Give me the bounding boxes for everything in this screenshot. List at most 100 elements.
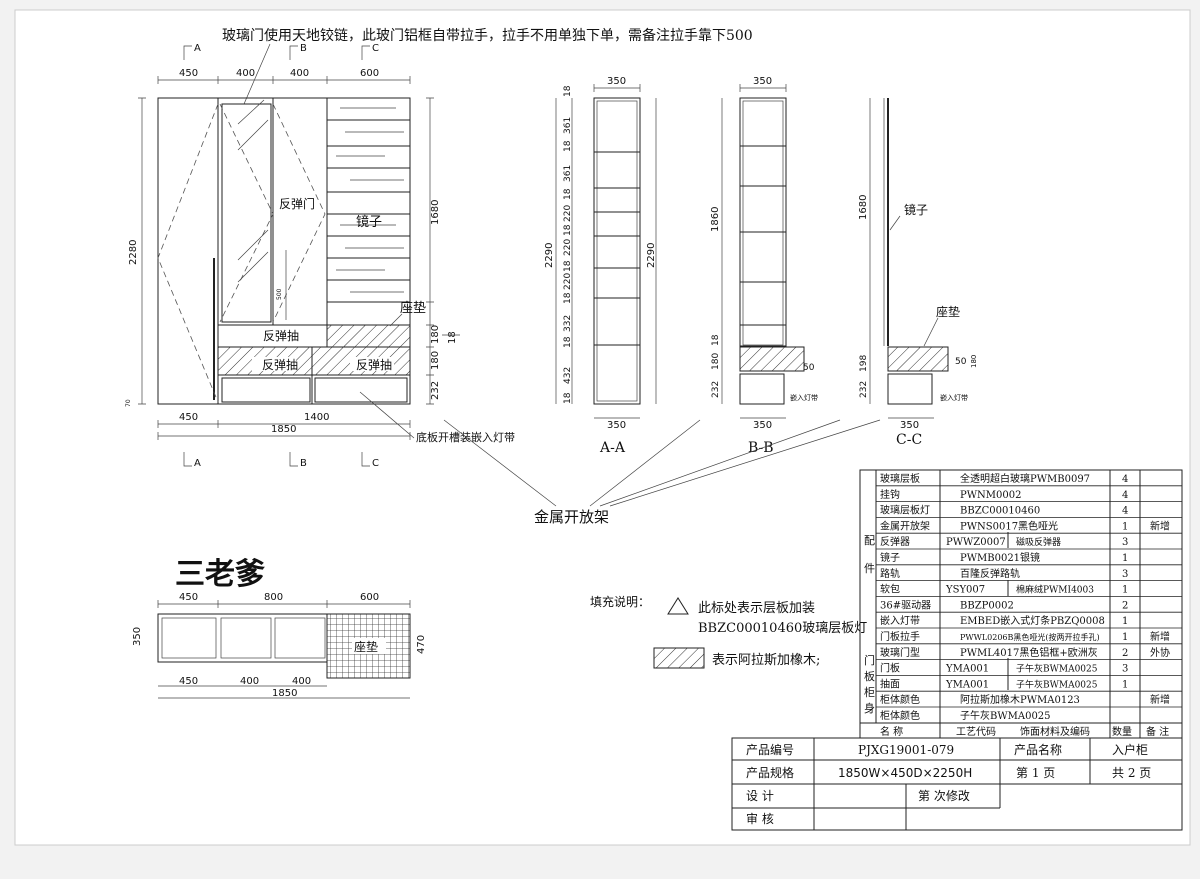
group-body-3: 柜 bbox=[864, 686, 875, 699]
legend-item1-line1: 此标处表示层板加装 bbox=[698, 601, 815, 616]
parts-cell-name: 玻璃门型 bbox=[880, 646, 920, 659]
aa-d4: 18 bbox=[563, 188, 573, 200]
section-mark-c-top: C bbox=[372, 43, 379, 54]
parts-cell-code: EMBED嵌入式灯条PBZQ0008 bbox=[960, 614, 1105, 627]
group-accessories-a: 配 bbox=[864, 534, 875, 547]
group-body-4: 身 bbox=[864, 701, 875, 715]
bb-right-50: 50 bbox=[803, 363, 815, 373]
bb-bottom-dim: 350 bbox=[753, 420, 772, 431]
dim-1680: 1680 bbox=[430, 200, 441, 225]
parts-cell-code: PWWL0206B黑色哑光(按两开拉手孔) bbox=[960, 632, 1100, 642]
aa-title: A-A bbox=[599, 440, 626, 456]
dim-bottom-450: 450 bbox=[179, 412, 198, 423]
bb-top-dim: 350 bbox=[753, 76, 772, 87]
parts-cell-name: 路轨 bbox=[880, 567, 900, 580]
plan-right-470: 470 bbox=[416, 635, 427, 654]
parts-cell-code: 百隆反弹路轨 bbox=[960, 567, 1020, 580]
product-no-label: 产品编号 bbox=[746, 742, 794, 757]
top-note: 玻璃门使用天地铰链，此玻门铝框自带拉手，拉手不用单独下单，需备注拉手靠下500 bbox=[222, 27, 753, 44]
bb-d180: 180 bbox=[711, 353, 721, 370]
parts-cell-name: 门板 bbox=[880, 662, 900, 675]
label-led-note: 底板开槽装嵌入灯带 bbox=[416, 430, 515, 444]
product-no: PJXG19001-079 bbox=[858, 743, 954, 757]
bb-d18: 18 bbox=[711, 334, 721, 346]
plan-view: 450 800 600 座垫 350 470 450 400 400 1850 bbox=[132, 592, 427, 699]
parts-cell-code: PWWZ0007 bbox=[946, 537, 1006, 548]
parts-cell-name: 36#驱动器 bbox=[880, 599, 931, 611]
parts-cell-note: 外协 bbox=[1150, 646, 1170, 659]
parts-cell-name: 软包 bbox=[880, 583, 900, 596]
product-name-label: 产品名称 bbox=[1014, 742, 1062, 757]
parts-cell-name: 挂钩 bbox=[880, 488, 900, 501]
parts-cell-name: 嵌入灯带 bbox=[880, 615, 920, 627]
parts-cell-code: 阿拉斯加橡木PWMA0123 bbox=[960, 693, 1080, 706]
spec-label: 产品规格 bbox=[746, 765, 794, 780]
section-mark-b-bottom: B bbox=[300, 458, 307, 469]
label-spring-door: 反弹门 bbox=[279, 196, 315, 211]
parts-cell-name: 柜体颜色 bbox=[880, 709, 920, 722]
brand-title: 三老爹 bbox=[175, 557, 265, 592]
review-label: 审 核 bbox=[746, 811, 774, 826]
page-total: 共 2 页 bbox=[1112, 766, 1151, 780]
plan-top-800: 800 bbox=[264, 592, 283, 603]
aa-d9: 220 bbox=[563, 273, 573, 290]
cc-d198: 198 bbox=[859, 355, 869, 372]
aa-left-total: 2290 bbox=[544, 243, 555, 268]
aa-d12: 18 bbox=[563, 336, 573, 348]
dim-2280: 2280 bbox=[128, 240, 139, 265]
bb-title: B-B bbox=[748, 440, 774, 456]
aa-d3: 361 bbox=[563, 165, 573, 182]
parts-cell-qty: 3 bbox=[1122, 664, 1128, 675]
cc-cushion: 座垫 bbox=[936, 304, 960, 319]
legend-item2: 表示阿拉斯加橡木; bbox=[712, 653, 820, 668]
parts-cell-code: 全透明超白玻璃PWMB0097 bbox=[960, 472, 1090, 485]
parts-cell-qty: 3 bbox=[1122, 537, 1128, 548]
parts-cell-qty: 1 bbox=[1122, 553, 1128, 564]
parts-cell-code: BBZP0002 bbox=[960, 600, 1014, 611]
cc-d232: 232 bbox=[859, 381, 869, 398]
parts-cell-note: 新增 bbox=[1150, 519, 1170, 532]
section-mark-b-top: B bbox=[300, 43, 307, 54]
parts-cell-code: 子午灰BWMA0025 bbox=[960, 709, 1051, 722]
header-name: 名 称 bbox=[880, 725, 903, 738]
bb-height: 1860 bbox=[710, 207, 721, 232]
triangle-icon bbox=[667, 597, 689, 615]
parts-cell-name: 玻璃层板 bbox=[880, 472, 920, 485]
parts-cell-code: PWNS0017黑色哑光 bbox=[960, 519, 1058, 532]
bb-d232: 232 bbox=[711, 381, 721, 398]
spec-value: 1850W×450D×2250H bbox=[838, 766, 972, 780]
parts-cell-code: PWML4017黑色铝框+欧洲灰 bbox=[960, 646, 1098, 659]
title-block: 产品编号 PJXG19001-079 产品名称 入户柜 产品规格 1850W×4… bbox=[731, 737, 1183, 831]
aa-d13: 432 bbox=[563, 367, 573, 384]
front-elevation: A B C 450 400 400 600 500 bbox=[125, 43, 515, 469]
aa-d11: 332 bbox=[563, 315, 573, 332]
label-mirror: 镜子 bbox=[356, 215, 382, 230]
header-note: 备 注 bbox=[1146, 725, 1169, 738]
aa-d2: 18 bbox=[563, 140, 573, 152]
cc-bottom-dim: 350 bbox=[900, 420, 919, 431]
dim-bottom-1400: 1400 bbox=[304, 412, 329, 423]
parts-cell-qty: 1 bbox=[1122, 521, 1128, 532]
header-material: 饰面材料及编码 bbox=[1020, 725, 1090, 738]
parts-cell-note: 新增 bbox=[1150, 630, 1170, 643]
legend-item1-line2: BBZC00010460玻璃层板灯 bbox=[698, 621, 867, 636]
parts-cell-qty: 2 bbox=[1122, 600, 1128, 611]
parts-cell-code: PWMB0021银镜 bbox=[960, 551, 1040, 564]
dim-bottom-1850: 1850 bbox=[271, 424, 296, 435]
header-qty: 数量 bbox=[1112, 725, 1132, 738]
plan-bottom-400b: 400 bbox=[292, 676, 311, 687]
cc-right-180: 180 bbox=[970, 355, 978, 368]
aa-bottom-dim: 350 bbox=[607, 420, 626, 431]
parts-cell-qty: 3 bbox=[1122, 569, 1128, 580]
aa-right-total: 2290 bbox=[646, 243, 657, 268]
dim-232: 232 bbox=[430, 381, 441, 400]
parts-cell-name: 反弹器 bbox=[880, 535, 910, 548]
parts-cell-qty: 1 bbox=[1122, 679, 1128, 690]
cc-led-note: 嵌入灯带 bbox=[940, 393, 968, 402]
dim-top-600: 600 bbox=[360, 68, 379, 79]
section-aa: 350 18 361 18 361 18 220 18 220 18 220 1… bbox=[544, 76, 657, 456]
parts-cell-name: 镜子 bbox=[880, 551, 900, 564]
aa-d1: 361 bbox=[563, 117, 573, 134]
parts-cell-name: 抽面 bbox=[880, 677, 900, 690]
